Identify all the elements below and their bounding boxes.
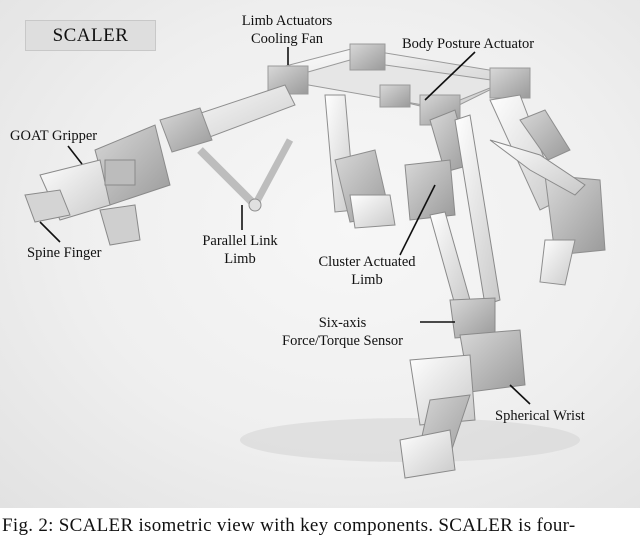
figure-title: SCALER bbox=[25, 20, 156, 51]
label-spine-finger: Spine Finger bbox=[27, 245, 102, 261]
robot-render bbox=[24, 43, 606, 479]
label-line: Cluster Actuated bbox=[318, 254, 416, 270]
figure-panel: SCALER Limb Actuators Cooling Fan Body P… bbox=[0, 0, 640, 508]
label-line: Cooling Fan bbox=[250, 31, 324, 47]
left-arm bbox=[159, 84, 296, 212]
label-cluster-actuated-limb: Cluster Actuated Limb bbox=[308, 253, 426, 289]
label-limb-actuators-cooling-fan: Limb Actuators Cooling Fan bbox=[226, 12, 348, 48]
back-legs bbox=[324, 94, 606, 286]
body-frame bbox=[267, 43, 531, 126]
figure-caption: Fig. 2: SCALER isometric view with key c… bbox=[2, 515, 576, 536]
leader-lines bbox=[39, 47, 531, 405]
label-parallel-link-limb: Parallel Link Limb bbox=[190, 232, 290, 268]
goat-gripper-shape bbox=[24, 124, 171, 246]
label-line: Limb Actuators bbox=[241, 13, 333, 29]
label-line: Limb bbox=[351, 272, 383, 288]
front-right-limb bbox=[404, 109, 586, 339]
label-force-torque-sensor: Six-axis Force/Torque Sensor bbox=[270, 314, 415, 350]
label-spherical-wrist: Spherical Wrist bbox=[495, 408, 585, 424]
label-line: Six-axis bbox=[318, 315, 367, 331]
label-line: Limb bbox=[224, 251, 256, 267]
label-goat-gripper: GOAT Gripper bbox=[10, 128, 98, 144]
label-line: Parallel Link bbox=[202, 233, 278, 249]
label-body-posture-actuator: Body Posture Actuator bbox=[402, 36, 535, 52]
wrist-foot bbox=[399, 329, 526, 479]
label-line: Force/Torque Sensor bbox=[282, 333, 403, 349]
